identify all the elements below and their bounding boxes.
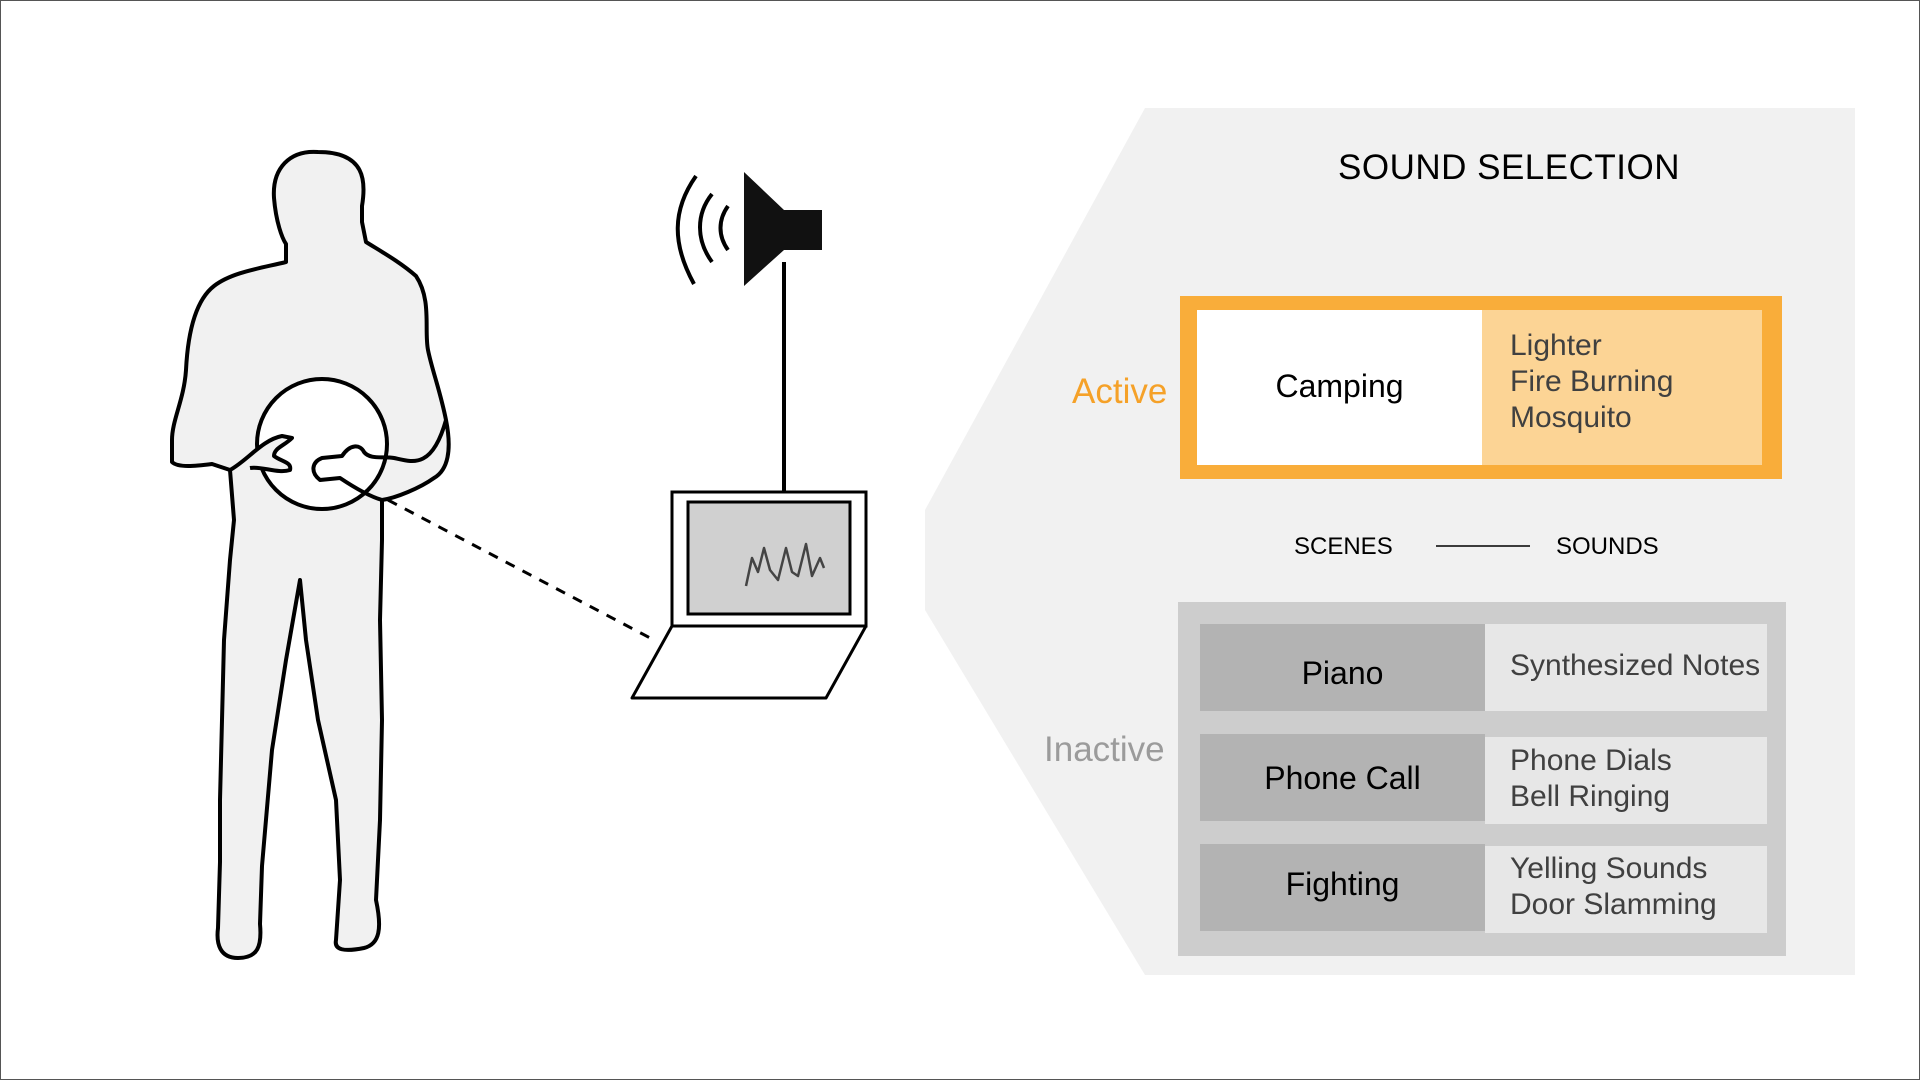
speaker-icon — [744, 172, 822, 492]
laptop-icon — [630, 490, 868, 700]
inactive-scene-name: Piano — [1301, 655, 1384, 691]
active-scene-box — [1180, 296, 1782, 479]
active-label: Active — [1072, 372, 1168, 411]
connection-line — [387, 498, 655, 642]
scenes-header: SCENES — [1294, 533, 1393, 560]
inactive-sound-list: Synthesized Notes — [1510, 648, 1760, 684]
inactive-label: Inactive — [1044, 730, 1165, 769]
sound-waves-icon — [675, 174, 730, 285]
sound-item: Bell Ringing — [1510, 780, 1671, 813]
inactive-scene-name: Fighting — [1285, 866, 1400, 902]
inactive-sound-list: Phone Dials Bell Ringing — [1510, 743, 1672, 815]
sound-item: Mosquito — [1510, 401, 1632, 434]
inactive-scenes-box — [1178, 602, 1786, 956]
sound-item: Synthesized Notes — [1510, 649, 1761, 682]
sound-item: Lighter — [1510, 329, 1602, 362]
sound-item: Door Slamming — [1510, 888, 1717, 921]
person-holding-ball-icon — [170, 149, 451, 960]
waveform-icon — [744, 542, 826, 587]
sound-item: Phone Dials — [1510, 744, 1672, 777]
active-sound-list: Lighter Fire Burning Mosquito — [1510, 328, 1673, 436]
sound-item: Fire Burning — [1510, 365, 1674, 398]
inactive-sound-list: Yelling Sounds Door Slamming — [1510, 851, 1717, 923]
sound-item: Yelling Sounds — [1510, 852, 1708, 885]
inactive-scene-name: Phone Call — [1264, 760, 1421, 796]
sounds-header: SOUNDS — [1556, 533, 1659, 560]
active-scene-name: Camping — [1275, 368, 1404, 404]
panel-title: SOUND SELECTION — [1338, 148, 1680, 187]
